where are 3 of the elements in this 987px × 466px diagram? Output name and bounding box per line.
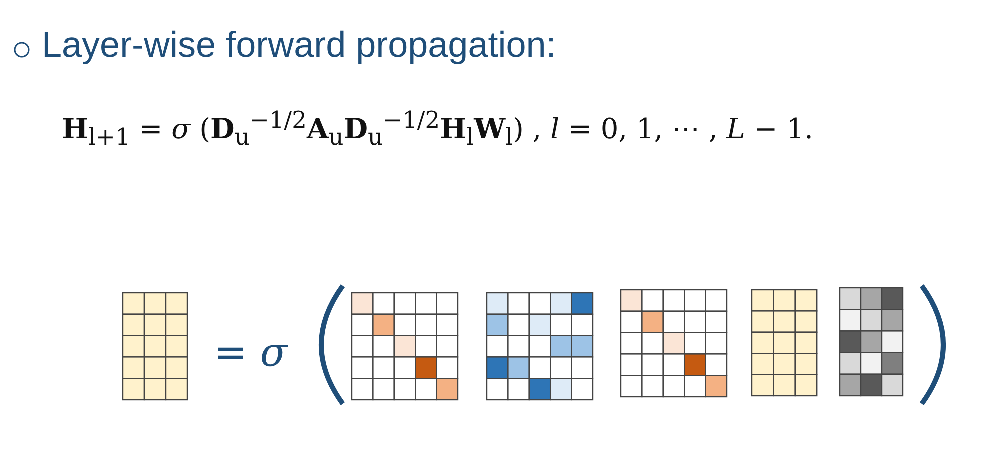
equation-sign: = σ	[214, 330, 288, 376]
title: Layer-wise forward propagation:	[42, 24, 556, 66]
formula: H$_{l+1}$ = σ (D$_{u}$$^{−1/2}$A$_{u}$D$_{u}$$^{−1/2}$H$_{l}$W$_{l}$) , l = 0, 1, ⋯ , L − 1.	[62, 106, 814, 151]
